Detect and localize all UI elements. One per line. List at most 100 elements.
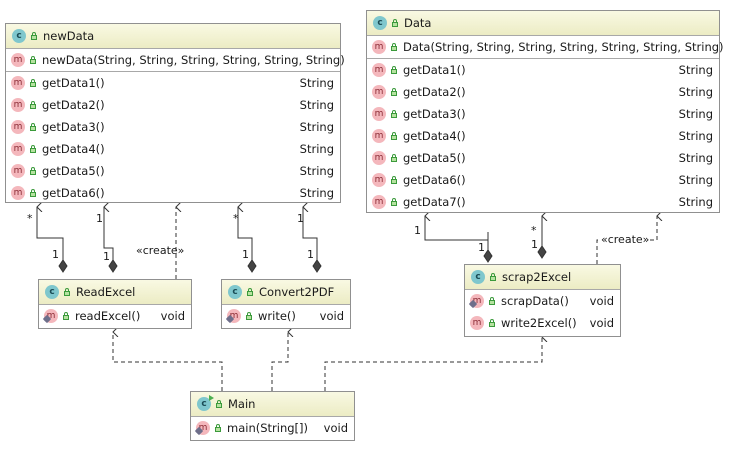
return-type: void: [589, 316, 614, 330]
mult-one: 1: [96, 212, 103, 225]
class-icon: c: [12, 29, 26, 43]
return-type: void: [160, 309, 185, 323]
public-icon: [29, 122, 38, 132]
mult-star: *: [27, 212, 33, 225]
mult-star: *: [531, 224, 537, 237]
dep-main-convert: [271, 332, 288, 391]
method-name: getData6(): [403, 173, 466, 187]
class-name: Data: [404, 16, 432, 30]
public-icon: [29, 144, 38, 154]
diamond-scrap-b: [537, 245, 547, 259]
public-icon: [215, 399, 224, 409]
method-icon: m: [372, 107, 386, 121]
public-icon: [489, 272, 498, 282]
public-icon: [390, 153, 399, 163]
method-row[interactable]: m readExcel() void: [39, 305, 191, 327]
method-name: getData5(): [403, 151, 466, 165]
static-icon: [194, 426, 204, 436]
public-icon: [390, 197, 399, 207]
return-type: String: [299, 186, 334, 200]
public-icon: [390, 65, 399, 75]
constructor-row[interactable]: m newData(String, String, String, String…: [6, 49, 345, 71]
method-icon: m: [42, 309, 58, 324]
class-header: c Data: [367, 11, 719, 36]
return-type: void: [319, 309, 344, 323]
separator: [6, 71, 340, 72]
public-icon: [390, 175, 399, 185]
class-data[interactable]: c Data m Data(String, String, String, St…: [366, 10, 724, 213]
return-type: String: [678, 195, 713, 209]
mult-one: 1: [242, 248, 249, 261]
method-name: getData4(): [42, 142, 105, 156]
constructor-signature: Data(String, String, String, String, Str…: [403, 40, 724, 54]
method-icon: m: [11, 76, 25, 90]
class-header: c ReadExcel: [39, 280, 191, 305]
return-type: String: [678, 63, 713, 77]
run-icon: [209, 395, 214, 401]
class-header: c Convert2PDF: [222, 280, 350, 305]
method-icon: m: [372, 129, 386, 143]
public-icon: [390, 87, 399, 97]
method-name: getData6(): [42, 186, 105, 200]
class-readexcel[interactable]: c ReadExcel m readExcel() void: [38, 279, 192, 329]
method-name: readExcel(): [75, 309, 141, 323]
return-type: String: [299, 164, 334, 178]
mult-one: 1: [307, 248, 314, 261]
public-icon: [488, 296, 497, 306]
method-icon: m: [372, 40, 386, 54]
return-type: String: [299, 120, 334, 134]
public-icon: [29, 188, 38, 198]
public-icon: [246, 287, 255, 297]
method-icon: m: [470, 316, 484, 330]
mult-one: 1: [297, 212, 304, 225]
assoc-readexcel-newdata-b: [104, 207, 114, 266]
method-icon: m: [11, 142, 25, 156]
class-header: c scrap2Excel: [465, 265, 620, 290]
assoc-scrap-data-a: [425, 216, 489, 241]
return-type: String: [299, 76, 334, 90]
assoc-readexcel-newdata-a: [37, 207, 64, 266]
method-row[interactable]: m getData4() String: [6, 138, 340, 160]
method-name: getData2(): [42, 98, 105, 112]
class-icon: c: [197, 395, 214, 411]
constructor-signature: newData(String, String, String, String, …: [42, 53, 345, 67]
diamond-scrap-a: [483, 249, 493, 263]
method-name: getData7(): [403, 195, 466, 209]
mult-one: 1: [478, 241, 485, 254]
mult-one: 1: [52, 248, 59, 261]
constructor-row[interactable]: m Data(String, String, String, String, S…: [367, 36, 724, 58]
public-icon: [30, 31, 39, 41]
method-name: scrapData(): [501, 294, 569, 308]
method-name: write(): [258, 309, 296, 323]
class-newdata[interactable]: c newData m newData(String, String, Stri…: [5, 23, 345, 204]
class-name: Main: [228, 397, 256, 411]
class-name: scrap2Excel: [502, 270, 572, 284]
method-icon: m: [11, 98, 25, 112]
method-icon: m: [11, 120, 25, 134]
class-icon: c: [228, 285, 242, 299]
public-icon: [63, 287, 72, 297]
method-name: getData3(): [403, 107, 466, 121]
class-icon: c: [471, 270, 485, 284]
return-type: String: [299, 142, 334, 156]
